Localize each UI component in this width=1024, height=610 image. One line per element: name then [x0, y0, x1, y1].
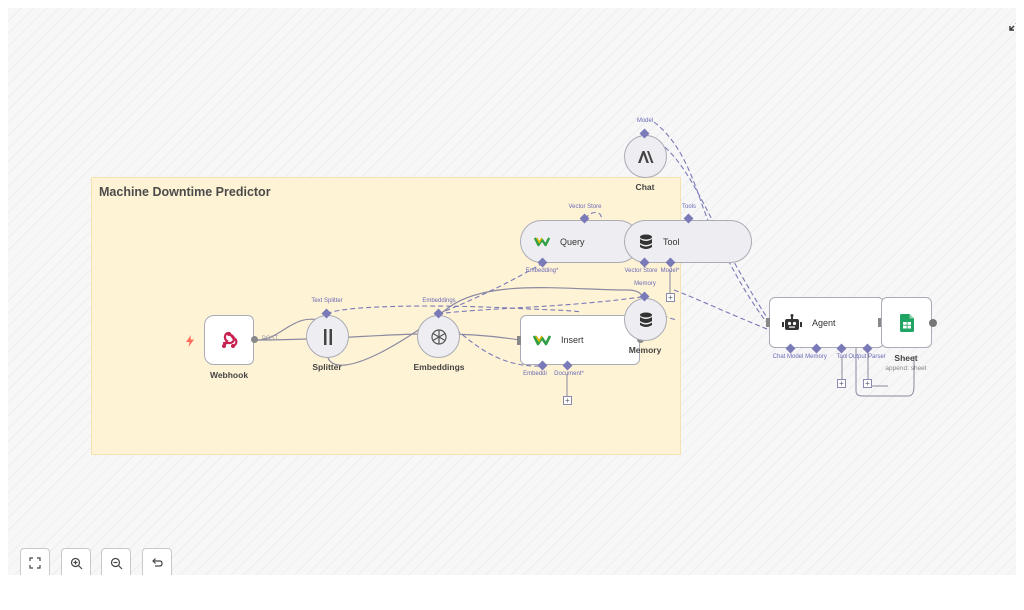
splitter-icon — [323, 328, 332, 345]
connection-chat-tool — [653, 121, 709, 221]
memory-handle-label: Memory — [634, 281, 656, 287]
query-label: Query — [560, 236, 585, 247]
tool-model-label: Model* — [660, 268, 680, 274]
add-model-button[interactable]: + — [666, 293, 675, 302]
query-node[interactable]: Query — [520, 220, 640, 263]
agent-label: Agent — [812, 317, 836, 328]
agent-tool-label: Tool — [836, 354, 848, 360]
tool-vector-store-label: Vector Store — [624, 268, 658, 274]
chat-node[interactable] — [624, 135, 667, 178]
embeddings-node[interactable] — [417, 315, 460, 358]
agent-output-parser-label: Output Parser — [848, 354, 886, 360]
splitter-title: Splitter — [312, 362, 342, 372]
sheet-output-handle[interactable] — [929, 319, 937, 327]
fit-view-icon — [29, 557, 41, 569]
zoom-out-button[interactable] — [101, 548, 131, 575]
add-output-parser-button[interactable]: + — [863, 379, 872, 388]
undo-icon — [152, 558, 163, 567]
splitter-node[interactable] — [306, 315, 349, 358]
tool-tools-label: Tools — [681, 204, 697, 210]
connection-embeddings-document — [437, 295, 649, 315]
agent-output-handle[interactable] — [878, 318, 882, 327]
query-embedding-label: Embedding* — [525, 268, 559, 274]
webhook-output-handle[interactable] — [251, 336, 258, 343]
insert-label: Insert — [561, 335, 584, 345]
sticky-note-title: Machine Downtime Predictor — [99, 185, 271, 199]
insert-embedding-label: Embeddi — [523, 371, 547, 377]
text-splitter-handle-label: Text Splitter — [311, 298, 343, 304]
chat-title: Chat — [635, 182, 655, 192]
anthropic-icon — [637, 150, 653, 163]
webhook-title: Webhook — [209, 370, 249, 380]
zoom-in-icon — [70, 557, 82, 569]
connection-webhook-insert — [256, 333, 521, 341]
sheet-title: Sheet — [894, 353, 918, 363]
openai-icon — [430, 328, 447, 345]
zoom-in-button[interactable] — [61, 548, 91, 575]
tool-label: Tool — [663, 236, 680, 247]
add-tool-button[interactable]: + — [837, 379, 846, 388]
connection-splitter-loop — [327, 287, 646, 366]
memory-title: Memory — [628, 345, 662, 355]
agent-node[interactable]: Agent — [769, 297, 884, 348]
query-vector-store-label: Vector Store — [568, 204, 602, 210]
agent-memory-label: Memory — [805, 354, 827, 360]
sheet-node[interactable] — [881, 297, 932, 348]
webhook-icon — [222, 331, 238, 348]
lightning-icon — [186, 334, 194, 347]
weaviate-icon — [533, 335, 551, 346]
connection-embeddings-query — [437, 263, 542, 315]
undo-button[interactable] — [142, 548, 172, 575]
weaviate-icon — [534, 237, 550, 247]
insert-node[interactable]: Insert — [520, 315, 640, 365]
sheet-subtitle: append: sheet — [885, 365, 927, 372]
insert-input-handle[interactable] — [517, 336, 521, 345]
webhook-node[interactable] — [204, 315, 254, 365]
embeddings-title: Embeddings — [413, 362, 465, 372]
agent-chat-model-label: Chat Model — [772, 354, 804, 360]
chat-model-handle-label: Model — [636, 118, 654, 124]
add-document-button[interactable]: + — [563, 396, 572, 405]
robot-icon — [782, 313, 802, 330]
database-icon — [640, 234, 652, 249]
fit-view-button[interactable] — [20, 548, 50, 575]
connection-textsplitter-document — [326, 305, 582, 315]
connection-chat-agent — [644, 133, 789, 349]
fullscreen-icon[interactable] — [1009, 18, 1016, 31]
embeddings-handle-label: Embeddings — [422, 298, 456, 304]
google-sheets-icon — [899, 313, 914, 332]
database-icon — [639, 312, 652, 327]
zoom-out-icon — [110, 557, 122, 569]
connections-layer — [256, 121, 915, 398]
insert-document-label: Document* — [554, 371, 584, 377]
agent-input-handle[interactable] — [766, 318, 770, 327]
webhook-output-label: POST — [261, 336, 279, 342]
memory-node[interactable] — [624, 298, 667, 341]
workflow-canvas[interactable]: Machine Downtime Predictor — [8, 8, 1016, 575]
connection-agent-sheet — [855, 348, 915, 397]
tool-node[interactable]: Tool — [624, 220, 752, 263]
